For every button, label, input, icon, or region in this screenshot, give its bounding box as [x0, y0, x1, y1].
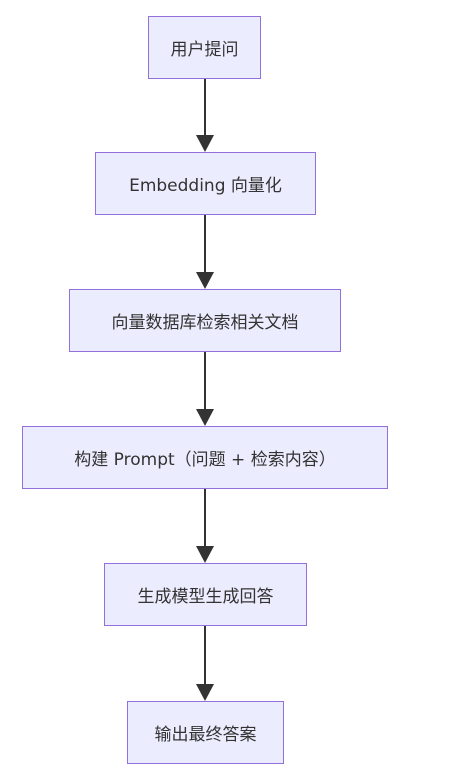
node-label: 生成模型生成回答 [137, 587, 274, 607]
node-label: 构建 Prompt（问题 + 检索内容） [74, 450, 336, 470]
node-label: 向量数据库检索相关文档 [111, 313, 299, 333]
node-label: Embedding 向量化 [129, 176, 282, 196]
node-build-prompt: 构建 Prompt（问题 + 检索内容） [22, 426, 388, 489]
node-user-question: 用户提问 [148, 16, 261, 79]
node-label: 用户提问 [170, 40, 239, 60]
node-final-answer: 输出最终答案 [127, 701, 284, 764]
edge-n1-n2 [196, 79, 214, 152]
edge-n2-n3 [196, 215, 214, 289]
node-embedding: Embedding 向量化 [95, 152, 316, 215]
node-vector-db-retrieval: 向量数据库检索相关文档 [69, 289, 341, 352]
node-generate-answer: 生成模型生成回答 [104, 563, 307, 626]
edge-n4-n5 [196, 489, 214, 563]
edge-n3-n4 [196, 352, 214, 426]
edge-n5-n6 [196, 626, 214, 701]
node-label: 输出最终答案 [154, 725, 257, 745]
